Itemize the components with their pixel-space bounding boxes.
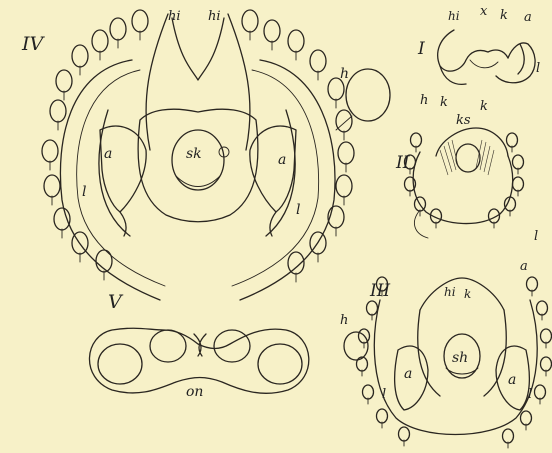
fig2-label-k-left: k — [440, 95, 448, 110]
fig5-numeral: V — [108, 291, 124, 313]
fig2-numeral: II — [395, 153, 410, 173]
fig4-label-a-right: a — [278, 152, 286, 168]
fig2-label-l: l — [534, 229, 538, 244]
figure-iii: III a hi k h sh a a l l — [340, 259, 552, 448]
fig3-label-a-right: a — [508, 372, 516, 388]
figure-i: I hi x k a l — [417, 4, 540, 84]
fig2-label-ks: ks — [456, 113, 471, 128]
fig4-label-sk: sk — [186, 146, 202, 162]
fig1-numeral: I — [417, 39, 425, 59]
fig4-label-l-right: l — [296, 202, 300, 218]
fig4-label-l-left: l — [82, 184, 86, 200]
fig3-label-hi: hi — [444, 285, 456, 299]
fig1-label-k: k — [500, 8, 508, 23]
fig4-numeral: IV — [21, 33, 46, 55]
fig3-label-a-top: a — [520, 259, 528, 274]
fig1-label-x: x — [480, 4, 488, 19]
fig3-label-l-right: l — [528, 387, 532, 402]
fig3-label-a-left: a — [404, 366, 412, 382]
fig3-label-h: h — [340, 313, 348, 328]
fig3-label-l-left: l — [382, 387, 386, 402]
fig3-label-sh: sh — [452, 350, 468, 366]
figure-v: V on — [89, 291, 308, 400]
fig1-label-a: a — [524, 10, 532, 25]
fig1-label-hi: hi — [448, 9, 460, 23]
fig4-label-a-left: a — [104, 146, 112, 162]
fig4-label-h: h — [340, 66, 349, 82]
figure-iv: IV hi hi h a sk a l l — [21, 9, 390, 300]
figure-ii: II h k ks k l — [395, 93, 538, 244]
fig3-numeral: III — [369, 281, 390, 301]
fig4-label-hi-left: hi — [168, 9, 181, 24]
fig2-label-k-right: k — [480, 99, 488, 114]
fig2-label-h: h — [420, 93, 428, 108]
fig5-label-on: on — [186, 384, 203, 400]
fig3-label-k: k — [464, 287, 471, 301]
fig1-label-l: l — [536, 61, 540, 76]
fig4-label-hi-right: hi — [208, 9, 221, 24]
